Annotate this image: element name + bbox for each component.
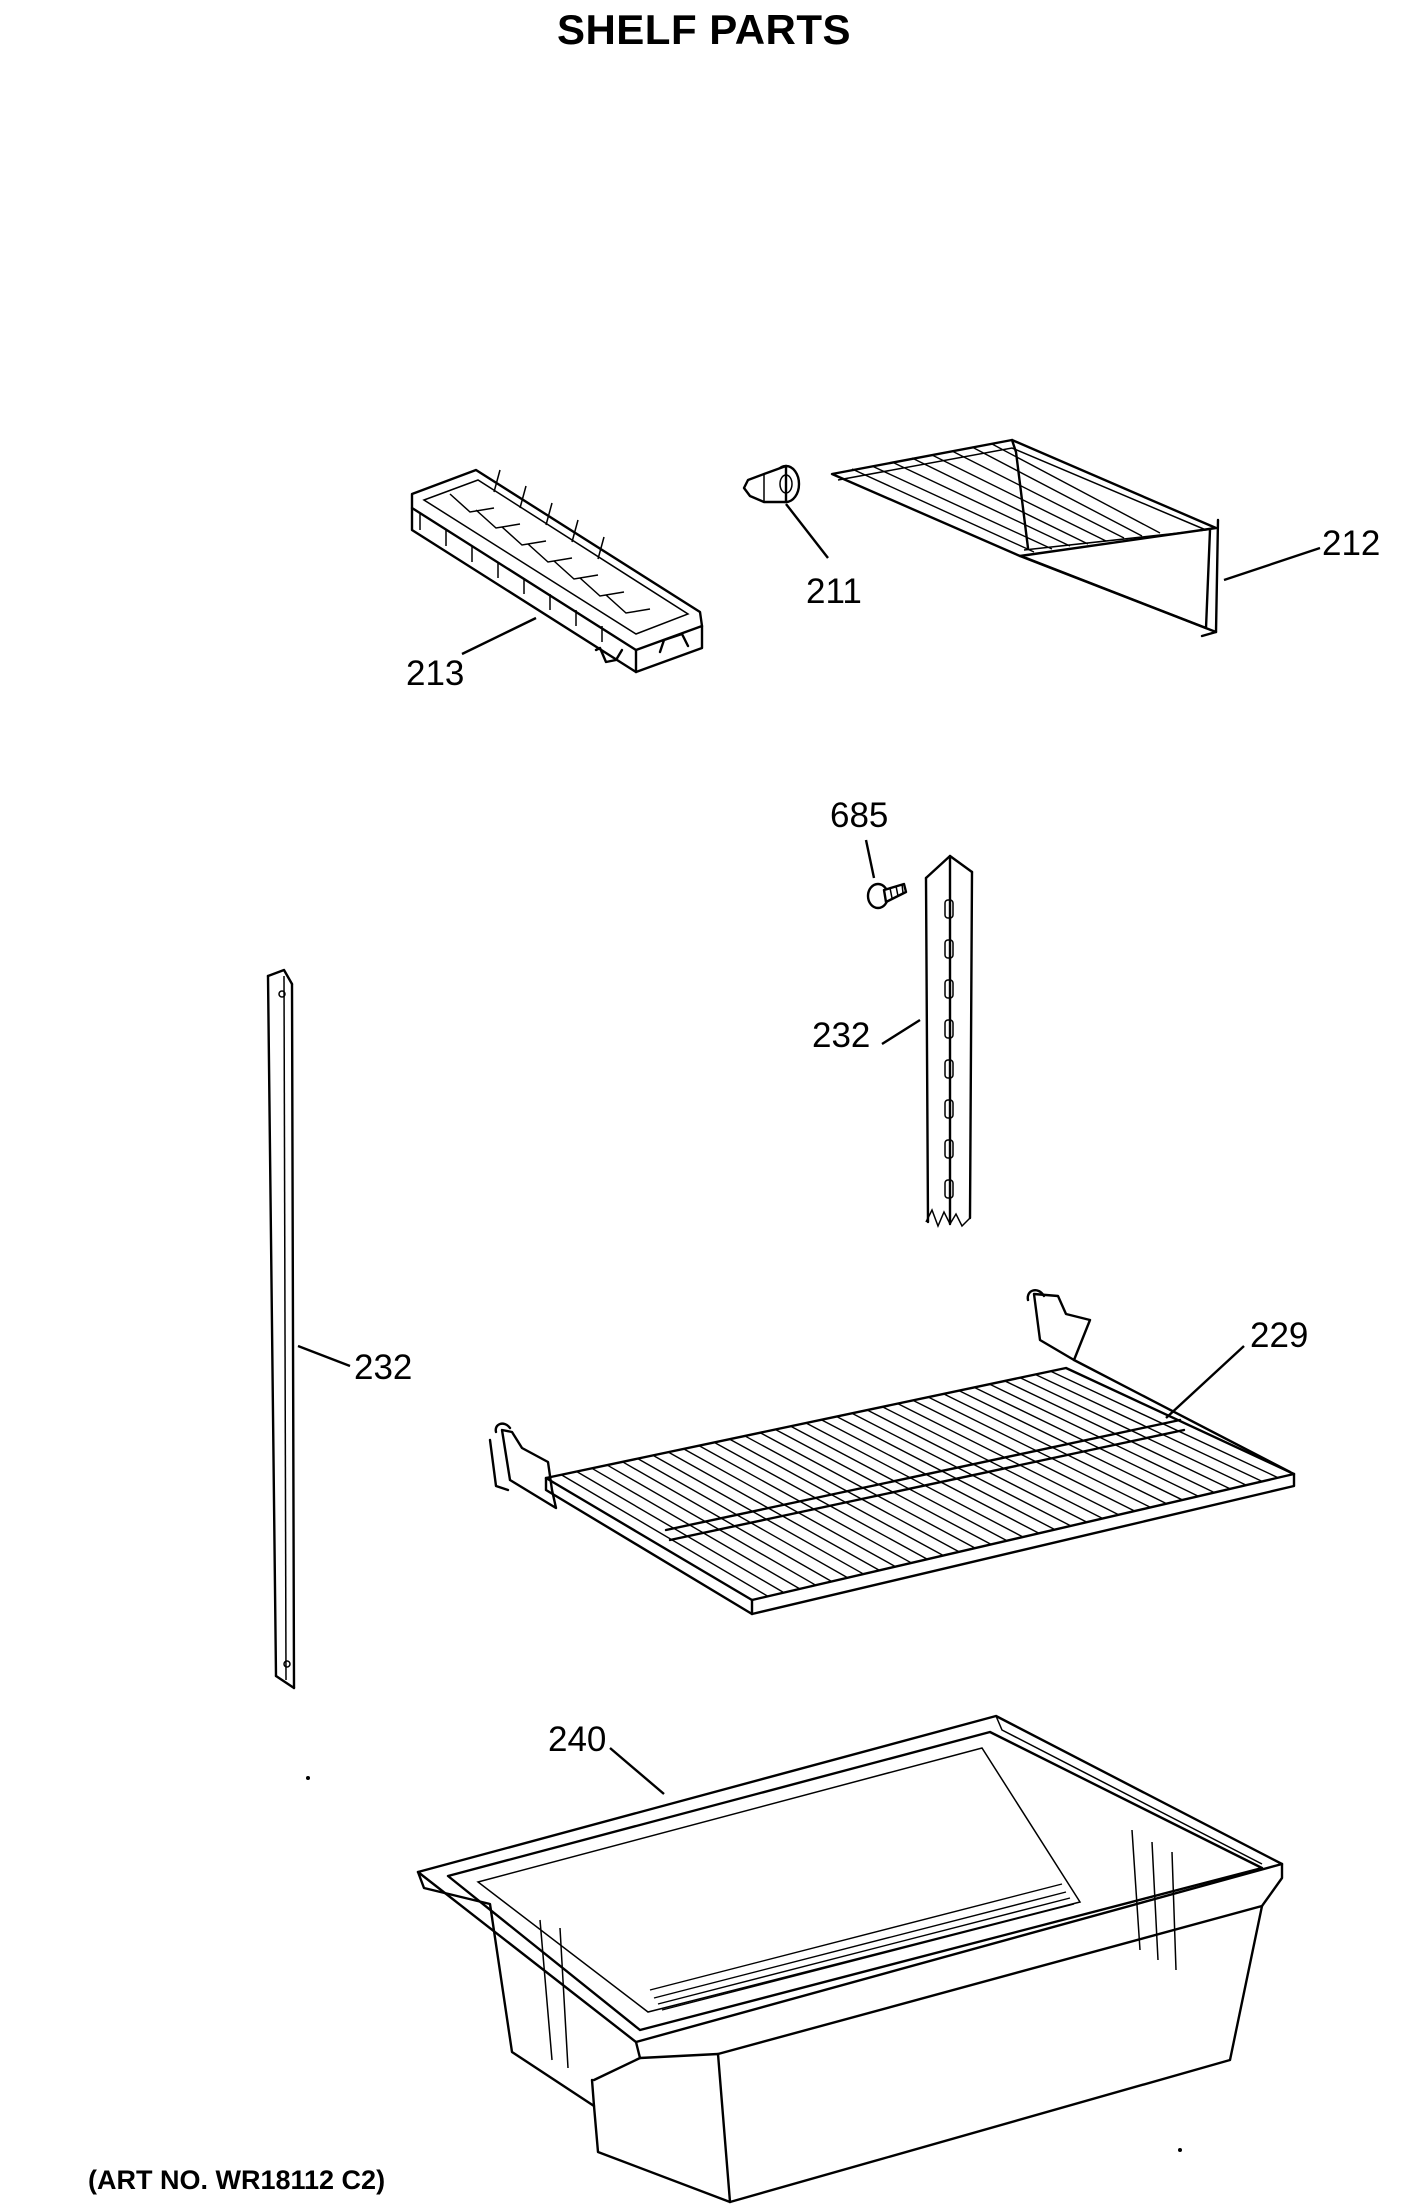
shelf-wire	[1019, 1377, 1247, 1486]
shelf-wire	[713, 1441, 928, 1560]
shelf-wire	[729, 1438, 944, 1557]
wire-shelf-leader	[1165, 1345, 1245, 1419]
wire-shelf-illustration	[488, 1289, 1296, 1616]
shelf-wire	[622, 1461, 833, 1583]
screw-leader	[864, 839, 876, 879]
shelf-support-right-illustration	[924, 854, 974, 1229]
shelf-wire	[560, 1474, 769, 1597]
shelf-wire	[1004, 1380, 1231, 1490]
print-speck	[306, 1776, 310, 1780]
shelf-wire	[928, 1396, 1151, 1508]
shelf-wire	[973, 1386, 1199, 1497]
shelf-wire	[683, 1448, 896, 1568]
callout-240: 240	[548, 1720, 607, 1759]
callout-685: 685	[830, 796, 889, 835]
shelf-wire	[805, 1422, 1024, 1538]
shelf-support-left-leader	[297, 1344, 351, 1368]
print-speck	[1178, 2148, 1182, 2152]
callout-232-right: 232	[812, 1016, 871, 1055]
freezer-pan-leader	[609, 1747, 665, 1795]
shelf-wire	[652, 1454, 864, 1575]
shelf-stop-leader	[785, 503, 829, 559]
shelf-wire	[882, 1406, 1104, 1520]
door-shelf-illustration	[830, 438, 1220, 638]
shelf-wire	[744, 1435, 960, 1553]
callout-212: 212	[1322, 524, 1381, 563]
art-number: (ART NO. WR18112 C2)	[88, 2165, 386, 2195]
shelf-wire	[820, 1419, 1040, 1534]
shelf-wire	[790, 1425, 1008, 1542]
callout-232-left: 232	[354, 1348, 413, 1387]
shelf-wire	[759, 1432, 976, 1549]
screw-illustration	[866, 882, 908, 910]
page-title: SHELF PARTS	[556, 6, 852, 53]
shelf-wire	[775, 1428, 992, 1546]
shelf-wire	[591, 1467, 801, 1590]
shelf-wire	[851, 1412, 1072, 1527]
door-shelf-leader	[1223, 546, 1321, 582]
shelf-wire	[576, 1470, 785, 1594]
shelf-wire	[958, 1390, 1183, 1501]
shelf-wire	[698, 1445, 912, 1564]
shelf-wire	[1035, 1373, 1263, 1483]
freezer-pan-illustration	[416, 1714, 1284, 2204]
shelf-wire	[989, 1383, 1215, 1494]
shelf-wire	[943, 1393, 1167, 1505]
callout-229: 229	[1250, 1316, 1309, 1355]
shelf-wire	[912, 1399, 1135, 1512]
callout-213: 213	[406, 654, 465, 693]
shelf-wire	[836, 1415, 1056, 1531]
ice-tray-leader	[461, 616, 537, 656]
shelf-wire	[866, 1409, 1088, 1523]
shelf-wire	[606, 1464, 817, 1586]
shelf-wire	[897, 1402, 1119, 1516]
shelf-wire	[668, 1451, 880, 1571]
shelf-support-right-leader	[881, 1018, 921, 1046]
ice-tray-illustration	[410, 468, 704, 674]
shelf-wire	[637, 1457, 848, 1579]
callout-211: 211	[806, 572, 862, 611]
shelf-support-left-illustration	[266, 968, 296, 1690]
shelf-stop-illustration	[742, 464, 801, 504]
shelf-wire	[1050, 1370, 1279, 1479]
